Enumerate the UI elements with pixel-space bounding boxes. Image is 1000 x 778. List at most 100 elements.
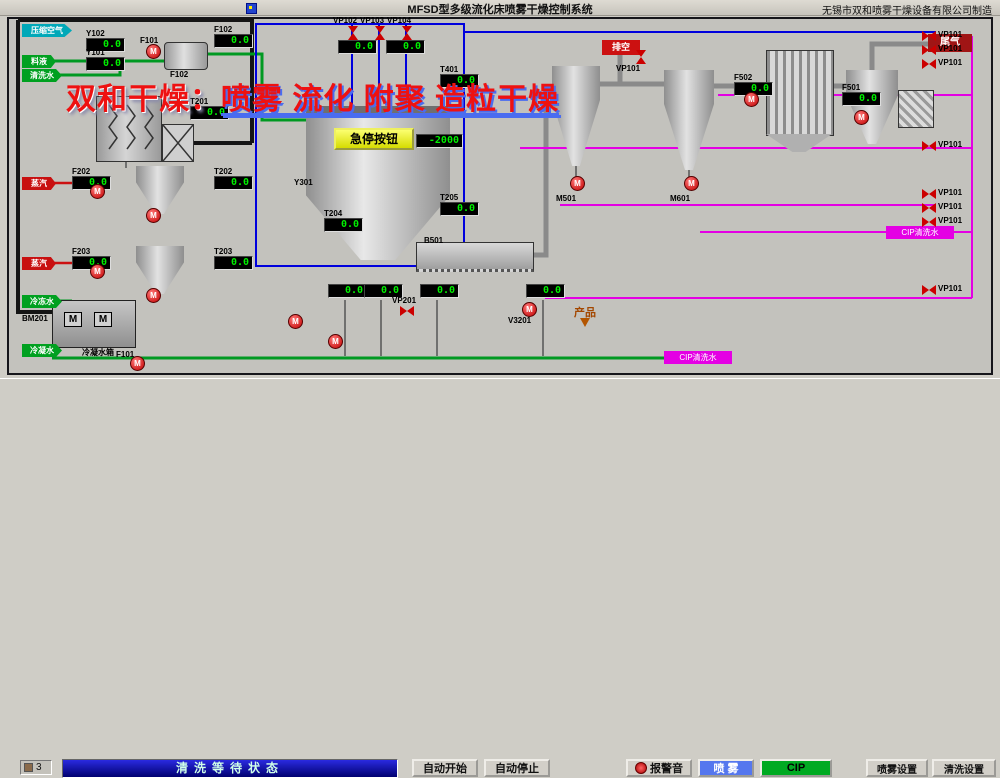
spray-button[interactable]: 喷 雾 xyxy=(698,759,754,777)
display-tag-Y102: Y102 xyxy=(86,29,105,38)
spray-label: 喷 雾 xyxy=(713,763,739,775)
auto-stop-label: 自动停止 xyxy=(495,763,539,775)
spray-settings-button[interactable]: 喷雾设置 xyxy=(866,759,928,777)
valve-icon[interactable] xyxy=(922,285,936,295)
auto-stop-button[interactable]: 自动停止 xyxy=(484,759,550,777)
tag-VP101: VP101 xyxy=(938,30,963,39)
product-arrow-icon xyxy=(580,318,590,327)
display-tag-T204: T204 xyxy=(324,209,343,218)
motor-icon[interactable]: M xyxy=(146,44,161,59)
tag-VP201: VP201 xyxy=(392,296,417,305)
valve-icon[interactable] xyxy=(402,26,412,40)
tag-F102: F102 xyxy=(170,70,189,79)
tail-gas-label: 尾气 xyxy=(928,34,972,52)
tag-VP101: VP101 xyxy=(938,284,963,293)
valve-icon[interactable] xyxy=(922,141,936,151)
exhaust-filter-box xyxy=(898,90,934,128)
app-icon xyxy=(246,3,257,14)
value-display-T203: 0.0 xyxy=(214,256,253,270)
tag-VP101: VP101 xyxy=(616,64,641,73)
stream-label-4: 蒸汽 xyxy=(22,257,56,270)
alarm-counter: 3 xyxy=(20,760,52,775)
value-display-19: 0.0 xyxy=(526,284,565,298)
mute-alarm-label: 报警音 xyxy=(650,763,683,775)
auto-start-button[interactable]: 自动开始 xyxy=(412,759,478,777)
tag-VP102: VP102 xyxy=(333,16,358,25)
motor-icon[interactable]: M xyxy=(146,208,161,223)
tag-VP101: VP101 xyxy=(938,188,963,197)
tag-M501: M501 xyxy=(556,194,577,203)
motor-icon[interactable]: M xyxy=(90,184,105,199)
motor-icon[interactable]: M xyxy=(854,110,869,125)
value-display-T201: 0.0 xyxy=(190,106,229,120)
tag-F101: F101 xyxy=(116,350,135,359)
display-tag-T401: T401 xyxy=(440,65,459,74)
emergency-stop-button[interactable]: 急停按钮 xyxy=(334,128,414,150)
display-tag-Y101: Y101 xyxy=(86,48,105,57)
valve-icon[interactable] xyxy=(348,26,358,40)
valve-icon[interactable] xyxy=(922,59,936,69)
tag-M: M xyxy=(94,312,112,327)
display-tag-F501: F501 xyxy=(842,83,861,92)
valve-icon[interactable] xyxy=(922,203,936,213)
auto-start-label: 自动开始 xyxy=(423,763,467,775)
tag-B501: B501 xyxy=(424,236,444,245)
value-display-7: -2000 xyxy=(416,134,463,148)
motor-icon[interactable]: M xyxy=(90,264,105,279)
bag-filter-right xyxy=(766,50,834,136)
stream-label-1: 料液 xyxy=(22,55,56,68)
valve-icon[interactable] xyxy=(922,189,936,199)
motor-icon[interactable]: M xyxy=(570,176,585,191)
value-display-T401: 0.0 xyxy=(440,74,479,88)
display-tag-F502: F502 xyxy=(734,73,753,82)
value-display-Y101: 0.0 xyxy=(86,57,125,71)
title-bar: MFSD型多级流化床喷雾干燥控制系统 无锡市双和喷雾干燥设备有限公司制造 xyxy=(0,0,1000,17)
tag-BM201: BM201 xyxy=(22,314,48,323)
motor-icon[interactable]: M xyxy=(288,314,303,329)
value-display-T202: 0.0 xyxy=(214,176,253,190)
tag-VP101: VP101 xyxy=(938,44,963,53)
display-tag-T205: T205 xyxy=(440,193,459,202)
stream-label-2: 清洗水 xyxy=(22,69,62,82)
tag-VP101: VP101 xyxy=(938,58,963,67)
window-title: MFSD型多级流化床喷雾干燥控制系统 xyxy=(407,4,593,16)
display-tag-F202: F202 xyxy=(72,167,91,176)
valve-icon[interactable] xyxy=(922,31,936,41)
tag-M601: M601 xyxy=(670,194,691,203)
spray-settings-label: 喷雾设置 xyxy=(877,764,917,776)
company-name: 无锡市双和喷雾干燥设备有限公司制造 xyxy=(822,6,992,17)
motor-icon[interactable]: M xyxy=(684,176,699,191)
clean-settings-button[interactable]: 清洗设置 xyxy=(932,759,996,777)
motor-icon[interactable]: M xyxy=(328,334,343,349)
tag-VP104: VP104 xyxy=(387,16,412,25)
counter-icon xyxy=(24,763,33,772)
tag-VP101: VP101 xyxy=(938,216,963,225)
valve-icon[interactable] xyxy=(922,217,936,227)
display-tag-F203: F203 xyxy=(72,247,91,256)
motor-icon[interactable]: M xyxy=(130,356,145,371)
motor-icon[interactable]: M xyxy=(744,92,759,107)
cip-label: CIP xyxy=(786,762,806,774)
valve-icon[interactable] xyxy=(922,45,936,55)
value-display-T205: 0.0 xyxy=(440,202,479,216)
valve-icon[interactable] xyxy=(636,50,646,64)
display-tag-T203: T203 xyxy=(214,247,233,256)
counter-value: 3 xyxy=(36,762,42,773)
valve-icon[interactable] xyxy=(400,306,414,316)
display-tag-F102: F102 xyxy=(214,25,233,34)
motor-icon[interactable]: M xyxy=(146,288,161,303)
motor-icon[interactable]: M xyxy=(522,302,537,317)
display-tag-T201: T201 xyxy=(190,97,209,106)
mute-alarm-button[interactable]: 报警音 xyxy=(626,759,692,777)
value-display-17: 0.0 xyxy=(364,284,403,298)
tag-V3201: V3201 xyxy=(508,316,532,325)
valve-icon[interactable] xyxy=(375,26,385,40)
value-display-16: 0.0 xyxy=(328,284,367,298)
tag-M: M xyxy=(64,312,82,327)
value-display-5: 0.0 xyxy=(386,40,425,54)
cip-button[interactable]: CIP xyxy=(760,759,832,777)
value-display-F102: 0.0 xyxy=(214,34,253,48)
tag-Y301: Y301 xyxy=(294,178,313,187)
